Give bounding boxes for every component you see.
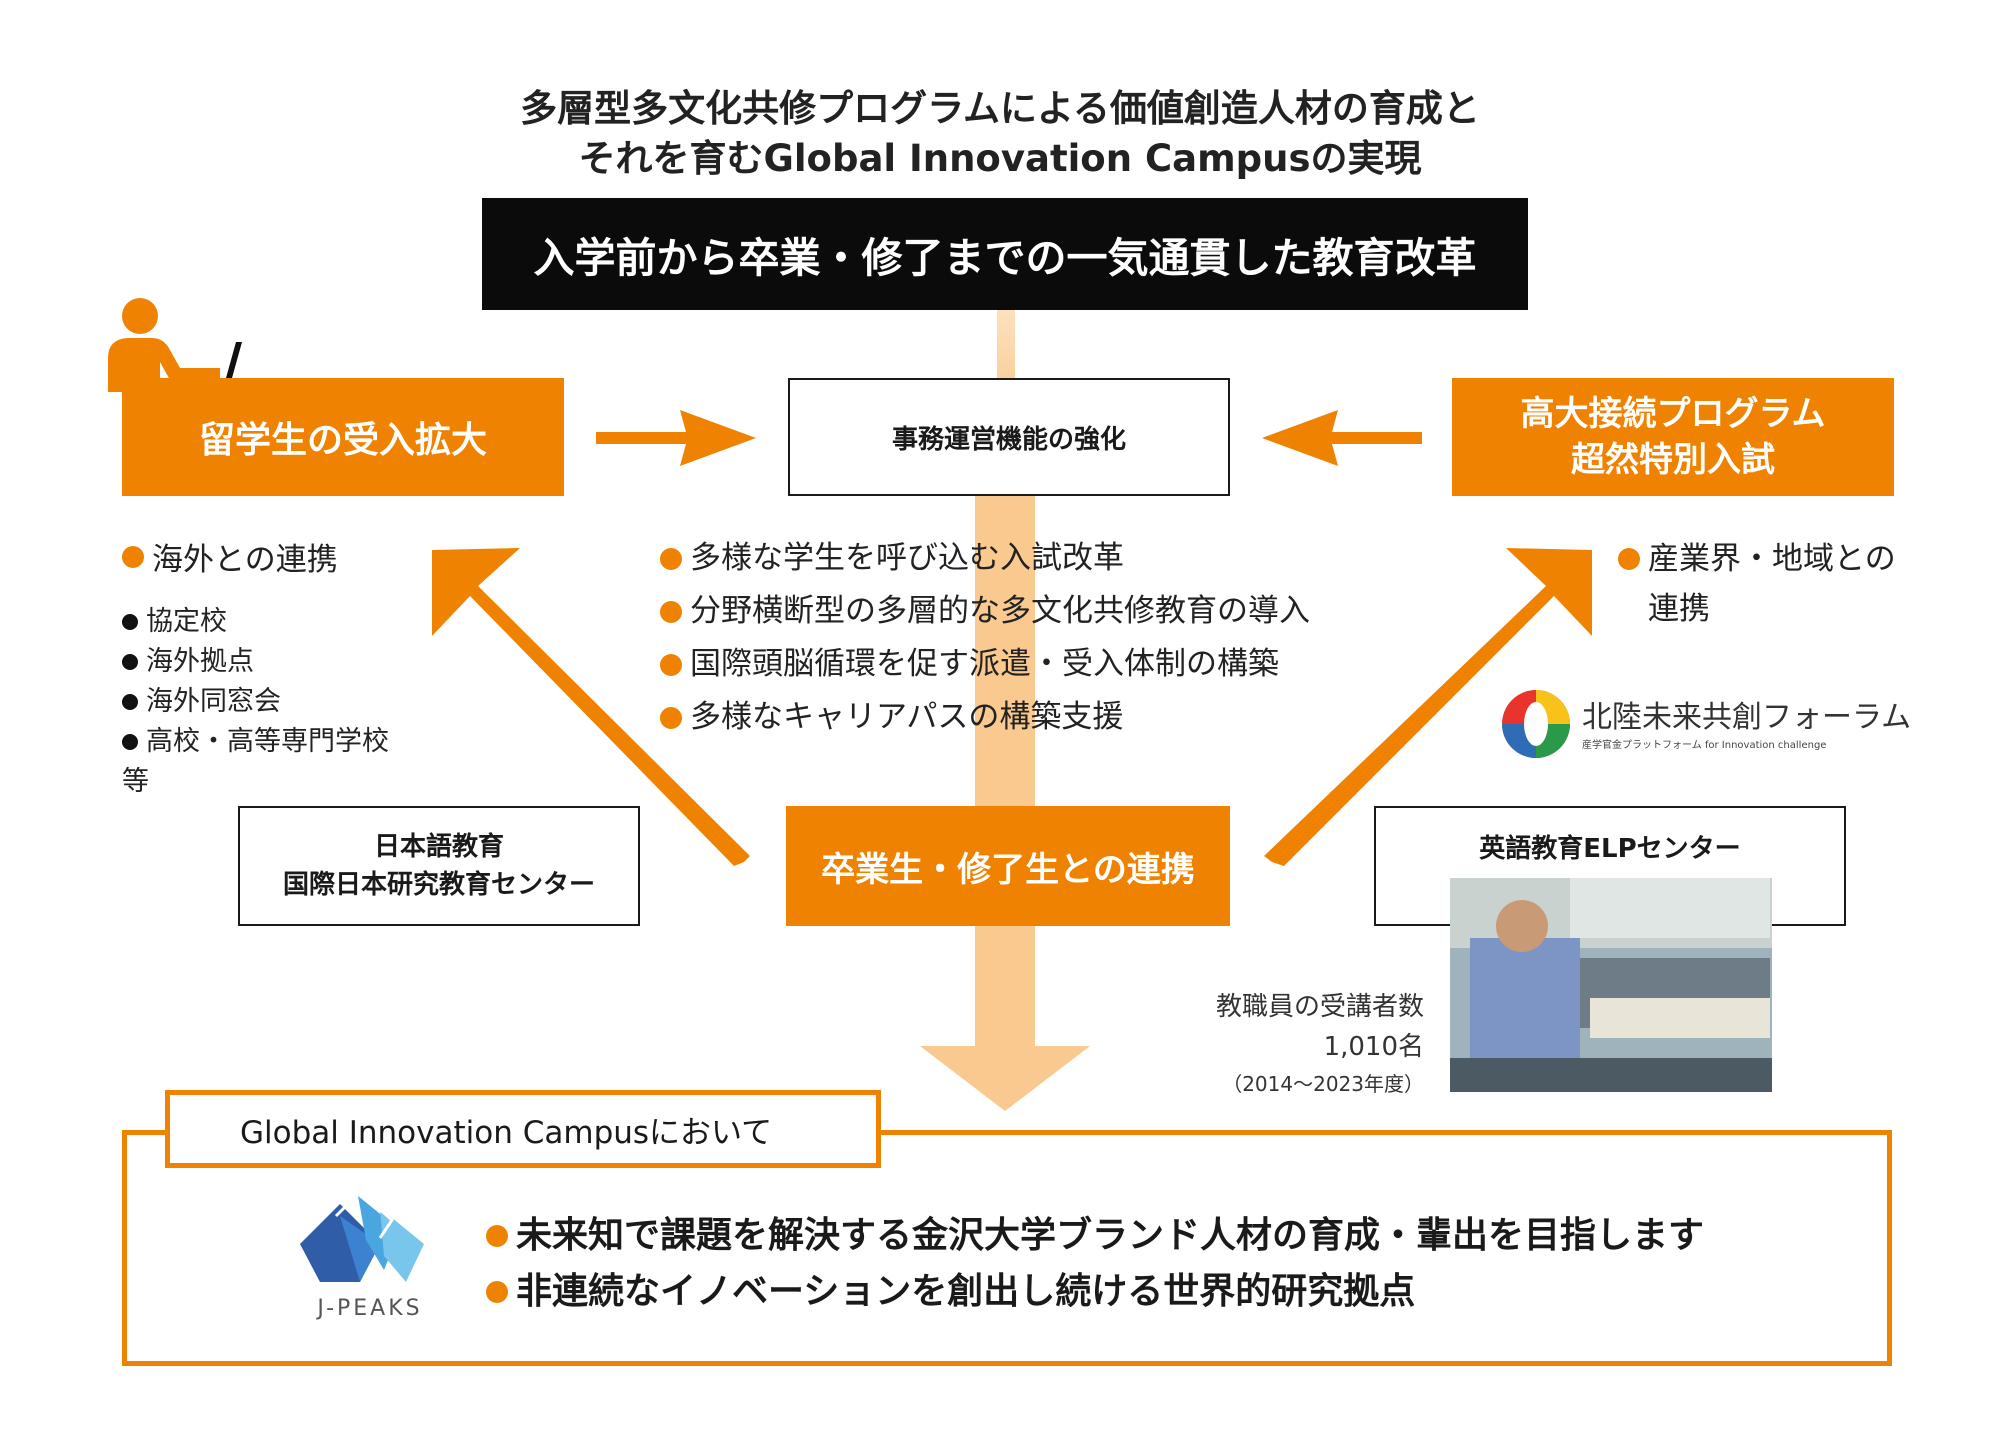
black-bullet-icon (122, 694, 138, 710)
staff-label: 教職員の受講者数 (1215, 992, 1424, 1022)
alumni-box: 卒業生・修了生との連携 (786, 806, 1230, 926)
campus-frame (122, 1130, 1892, 1366)
orange-bullet-icon (660, 706, 682, 729)
list-tail: 等 (122, 766, 149, 797)
list-item: 未来知で課題を解決する金沢大学ブランド人材の育成・輩出を目指します (486, 1208, 1704, 1264)
list-item-text: 多様な学生を呼び込む入試改革 (690, 540, 1124, 576)
right-arrow (596, 410, 756, 466)
list-item-text: 海外拠点 (146, 646, 254, 677)
list-item-text: 多様なキャリアパスの構築支援 (690, 699, 1124, 735)
page-title-line1: 多層型多文化共修プログラムによる価値創造人材の育成と (520, 87, 1480, 130)
left-list-heading: 海外との連携 (122, 534, 338, 579)
campus-tab-label: Global Innovation Campusにおいて (240, 1114, 773, 1151)
campus-tab: Global Innovation Campusにおいて (165, 1090, 881, 1168)
forum-logo (1502, 690, 1570, 758)
black-bullet-icon (122, 614, 138, 630)
diagonal-arrow-up-right (1264, 548, 1592, 866)
vertical-arrow-head (920, 1046, 1090, 1111)
orange-bullet-icon (486, 1281, 508, 1303)
japanese-education-line2: 国際日本研究教育センター (282, 870, 595, 900)
list-item: 海外拠点 (122, 642, 389, 682)
list-item-text: 分野横断型の多層的な多文化共修教育の導入 (690, 593, 1310, 629)
elp-center-label: 英語教育ELPセンター (1479, 834, 1741, 864)
vertical-arrow-stem (975, 430, 1035, 1047)
high-school-program-line2: 超然特別入試 (1571, 440, 1775, 480)
jpeaks-logo (300, 1189, 424, 1282)
intl-student-box: 留学生の受入拡大 (122, 378, 564, 496)
staff-count: 1,010名 (1323, 1032, 1424, 1062)
forum-logo-sub: 産学官金プラットフォーム for Innovation challenge (1582, 740, 1827, 751)
staff-period: （2014～2023年度） (1222, 1072, 1424, 1096)
intl-student-label: 留学生の受入拡大 (198, 420, 487, 461)
orange-bullet-icon (660, 600, 682, 623)
left-arrow (1262, 410, 1422, 466)
high-school-program-box: 高大接続プログラム 超然特別入試 (1452, 378, 1894, 496)
left-list-heading-text: 海外との連携 (152, 542, 338, 578)
admin-function-box: 事務運営機能の強化 (788, 378, 1230, 496)
list-item-continuation: 連携 (1648, 591, 1710, 627)
admin-function-label: 事務運営機能の強化 (891, 424, 1126, 455)
diagonal-arrow-up-left (432, 548, 750, 866)
orange-bullet-icon (486, 1225, 508, 1247)
list-item: 非連続なイノベーションを創出し続ける世界的研究拠点 (486, 1264, 1704, 1320)
list-item: 分野横断型の多層的な多文化共修教育の導入 (660, 585, 1310, 638)
list-item: 協定校 (122, 602, 389, 642)
list-item: 国際頭脳循環を促す派遣・受入体制の構築 (660, 638, 1310, 691)
list-item: 海外同窓会 (122, 682, 389, 722)
orange-bullet-icon (660, 653, 682, 676)
list-item-text: 未来知で課題を解決する金沢大学ブランド人材の育成・輩出を目指します (516, 1215, 1705, 1256)
forum-logo-name: 北陸未来共創フォーラム (1582, 700, 1912, 735)
list-item-text: 非連続なイノベーションを創出し続ける世界的研究拠点 (516, 1271, 1416, 1312)
high-school-program-line1: 高大接続プログラム (1520, 394, 1826, 434)
center-list: 多様な学生を呼び込む入試改革 分野横断型の多層的な多文化共修教育の導入 国際頭脳… (660, 532, 1310, 744)
orange-bullet-icon (660, 547, 682, 570)
orange-bullet-icon (1618, 548, 1640, 570)
list-item-text: 国際頭脳循環を促す派遣・受入体制の構築 (690, 646, 1279, 682)
list-item: 高校・高等専門学校 (122, 722, 389, 762)
black-bullet-icon (122, 654, 138, 670)
orange-bullet-icon (122, 545, 144, 568)
list-item-text: 高校・高等専門学校 (146, 726, 389, 757)
list-item: 産業界・地域との (1618, 534, 1896, 584)
left-list-items: 協定校 海外拠点 海外同窓会 高校・高等専門学校 等 (122, 602, 389, 802)
banner: 入学前から卒業・修了までの一気通貫した教育改革 (482, 198, 1528, 310)
alumni-label: 卒業生・修了生との連携 (821, 849, 1195, 890)
list-item: 多様なキャリアパスの構築支援 (660, 691, 1310, 744)
classroom-photo (1450, 878, 1772, 1092)
japanese-education-line1: 日本語教育 (373, 832, 504, 862)
page-title-line2: それを育むGlobal Innovation Campusの実現 (578, 137, 1422, 180)
japanese-education-box: 日本語教育 国際日本研究教育センター (238, 806, 640, 926)
list-item-text: 協定校 (146, 606, 227, 637)
list-item-text: 海外同窓会 (146, 686, 281, 717)
black-bullet-icon (122, 734, 138, 750)
list-item: 多様な学生を呼び込む入試改革 (660, 532, 1310, 585)
list-item-text: 産業界・地域との (1648, 541, 1896, 577)
campus-list: 未来知で課題を解決する金沢大学ブランド人材の育成・輩出を目指します 非連続なイノ… (486, 1208, 1704, 1320)
jpeaks-logo-text: J-PEAKS (317, 1296, 423, 1321)
right-list: 産業界・地域との 連携 (1618, 534, 1896, 634)
